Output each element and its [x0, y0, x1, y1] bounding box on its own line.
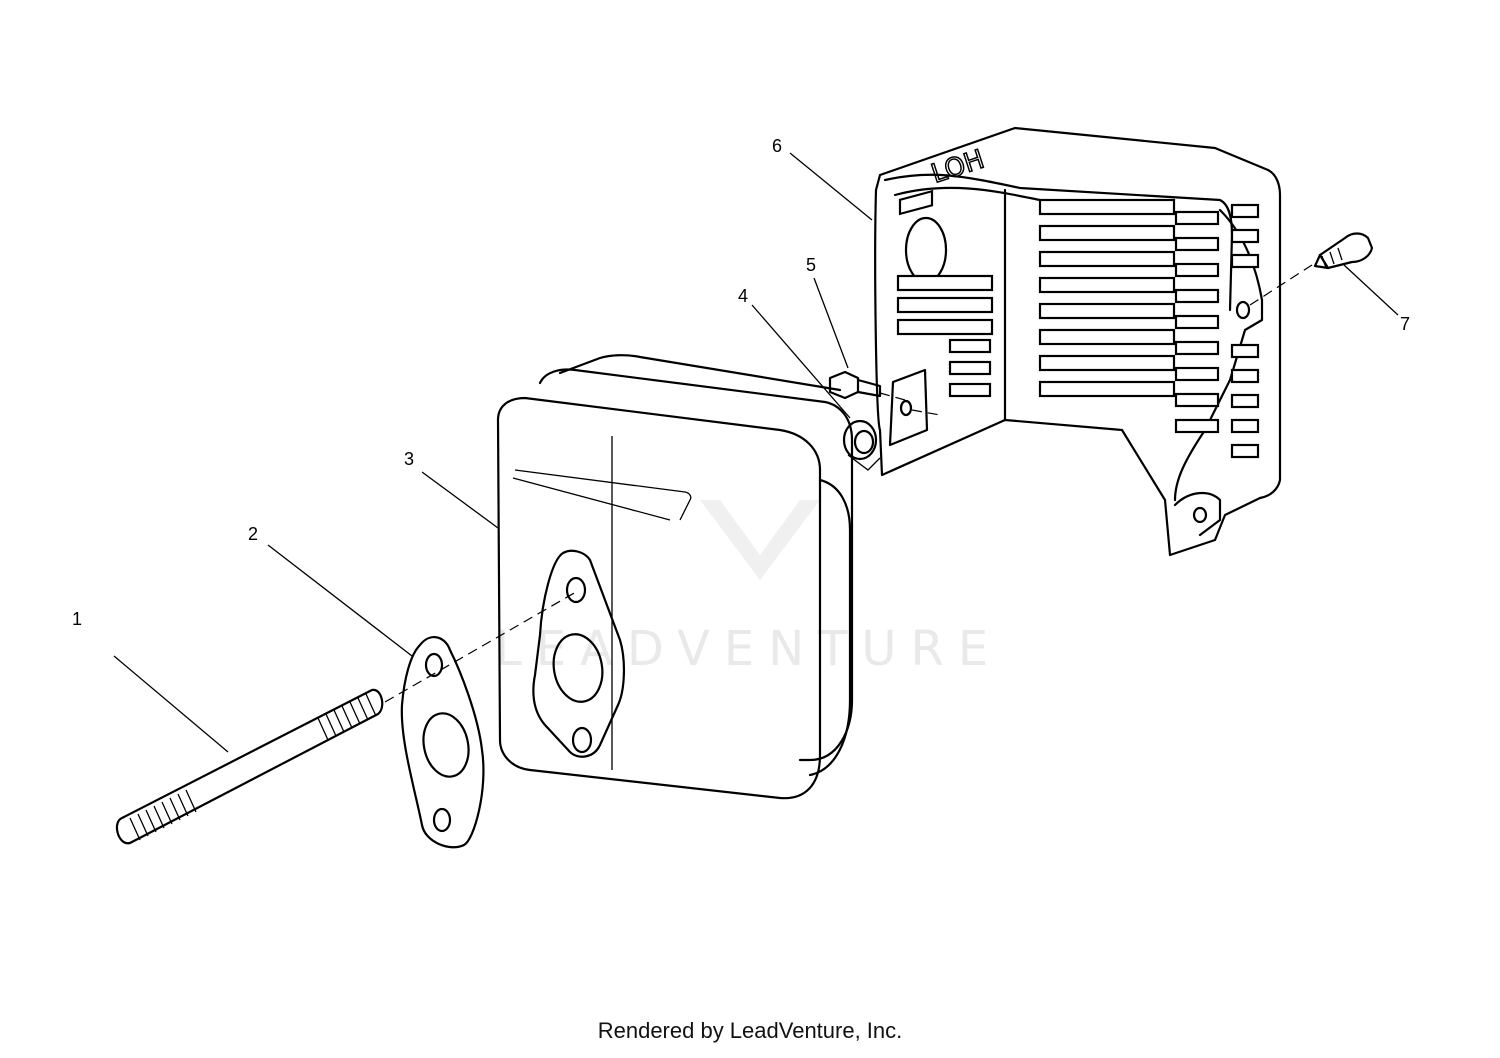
part-2-gasket — [400, 636, 485, 849]
callout-2: 2 — [248, 524, 258, 544]
footer-credit: Rendered by LeadVenture, Inc. — [597, 1018, 903, 1043]
part-6-shield: LOH — [874, 126, 1282, 557]
part-4-washer — [842, 419, 881, 471]
assembly-lines — [384, 264, 1313, 703]
callout-3: 3 — [404, 449, 414, 469]
callout-6: 6 — [772, 136, 782, 156]
callout-7: 7 — [1400, 314, 1410, 334]
watermark: LEADVENTURE — [495, 500, 1002, 677]
part-5-bolt — [828, 370, 882, 400]
part-1-stud — [115, 688, 384, 845]
callout-1: 1 — [72, 609, 82, 629]
shield-marking: LOH — [928, 145, 988, 190]
callout-5: 5 — [806, 255, 816, 275]
part-3-muffler — [496, 354, 854, 800]
callout-4: 4 — [738, 286, 748, 306]
leader-lines — [113, 152, 1399, 753]
shield-slots — [896, 189, 1260, 459]
watermark-text: LEADVENTURE — [495, 621, 1002, 677]
callouts: 1 2 3 4 5 6 7 — [72, 136, 1410, 629]
part-7-bolt — [1313, 232, 1374, 270]
